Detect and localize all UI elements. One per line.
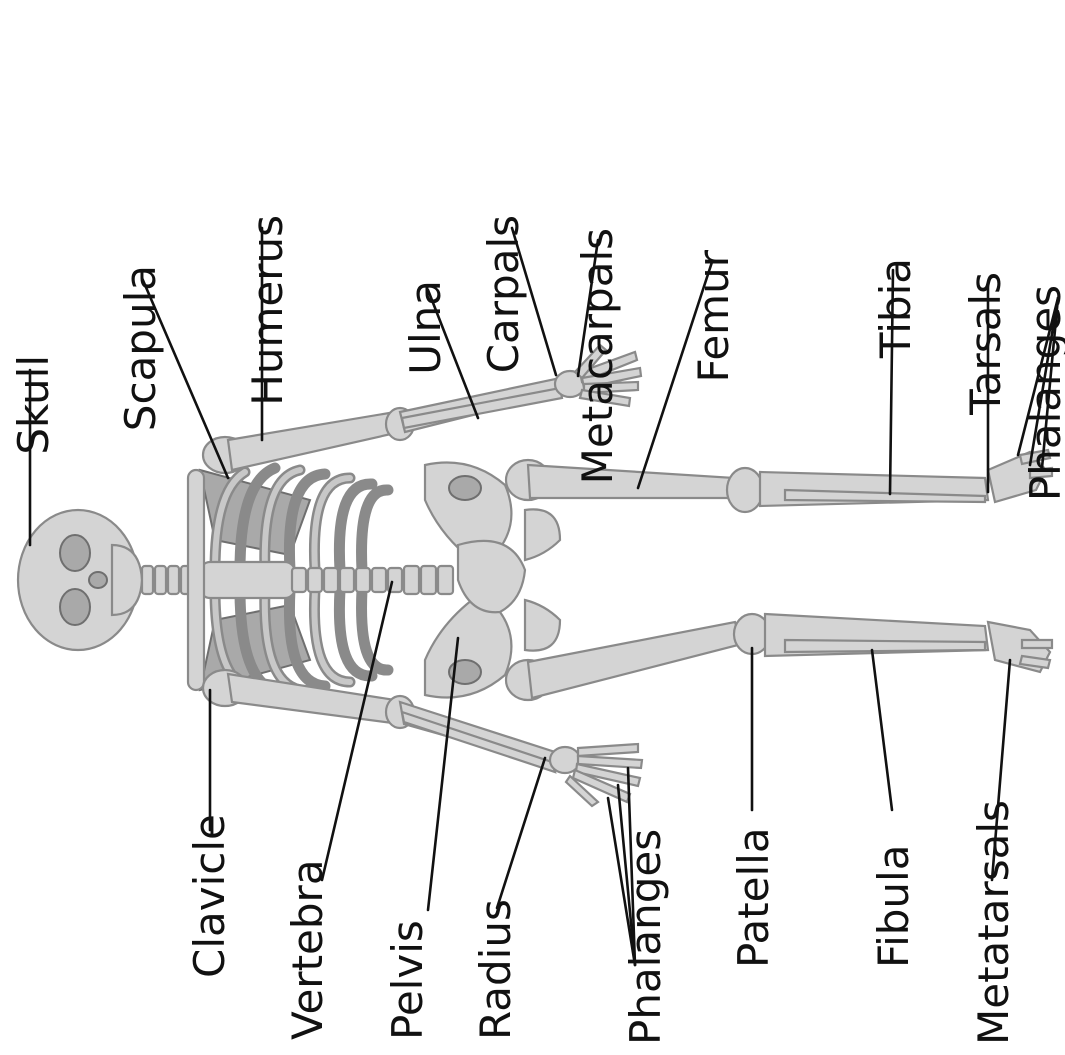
label-scapula: Scapula — [116, 265, 165, 431]
label-pelvis: Pelvis — [383, 920, 432, 1040]
label-ulna: Ulna — [401, 280, 450, 375]
label-tarsals: Tarsals — [961, 272, 1010, 416]
neck-bones — [142, 566, 192, 594]
label-radius: Radius — [471, 899, 520, 1040]
label-skull: Skull — [9, 355, 58, 455]
label-tibia: Tibia — [871, 258, 920, 359]
skull-bone — [18, 510, 142, 650]
label-carpals: Carpals — [479, 215, 528, 373]
label-metacarpals: Metacarpals — [573, 228, 622, 484]
label-fibula: Fibula — [869, 845, 918, 968]
label-femur: Femur — [689, 249, 738, 382]
label-metatarsals: Metatarsals — [969, 800, 1018, 1045]
label-vertebra: Vertebra — [283, 859, 332, 1040]
skeleton-figure — [18, 345, 1052, 806]
label-patella: Patella — [729, 827, 778, 968]
label-clavicle: Clavicle — [185, 814, 234, 978]
label-humerus: Humerus — [243, 215, 292, 406]
leader-fibula — [872, 650, 892, 810]
label-phalanges-foot: Phalanges — [1021, 285, 1065, 501]
leg-bottom — [506, 614, 1052, 700]
label-phalanges-hand: Phalanges — [621, 829, 670, 1045]
spine — [292, 566, 453, 594]
leader-radius — [497, 758, 545, 908]
arm-bottom — [203, 670, 642, 806]
